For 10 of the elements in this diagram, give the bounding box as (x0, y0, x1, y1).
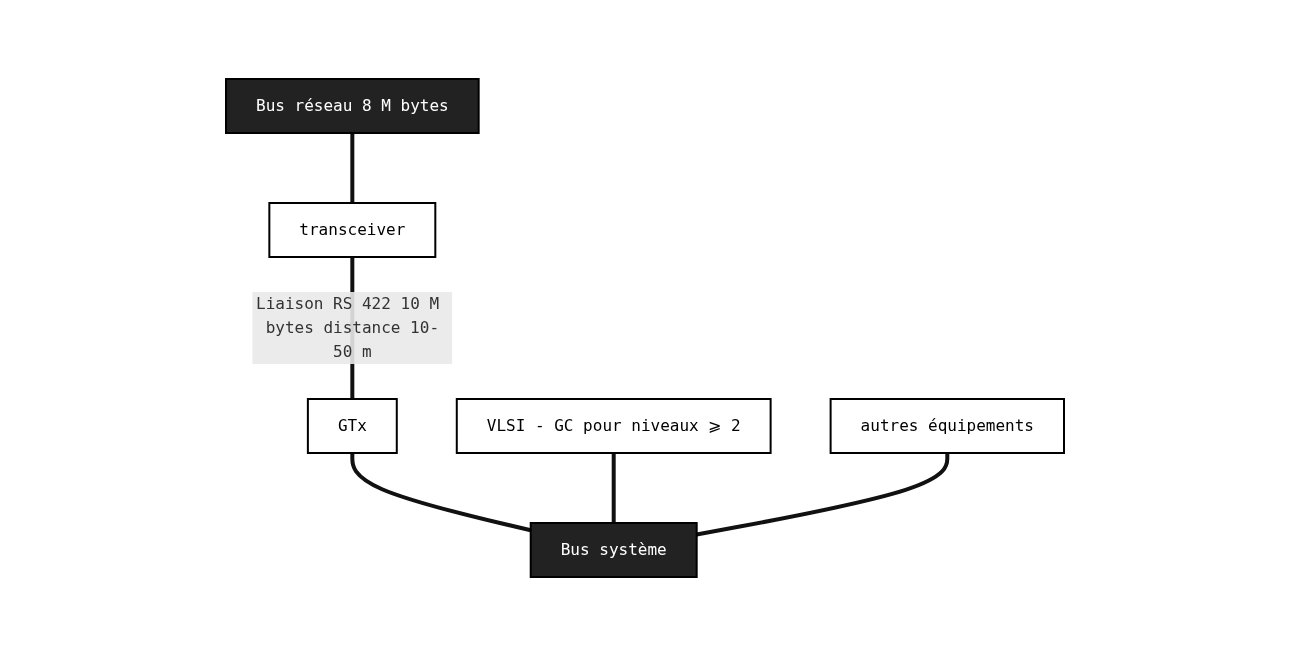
connector (349, 132, 354, 203)
connector (349, 452, 531, 532)
node-box: Bus réseau 8 M bytes (224, 77, 480, 134)
node-box: Bus système (529, 521, 698, 578)
node-box: transceiver (267, 201, 436, 258)
node-box: autres équipements (829, 397, 1065, 454)
edge-label: Liaison RS 422 10 M bytes distance 10-50 m (255, 293, 439, 361)
node-box: GTx (306, 397, 398, 454)
connector (611, 452, 616, 523)
node-box: VLSI - GC pour niveaux ⩾ 2 (455, 397, 772, 454)
